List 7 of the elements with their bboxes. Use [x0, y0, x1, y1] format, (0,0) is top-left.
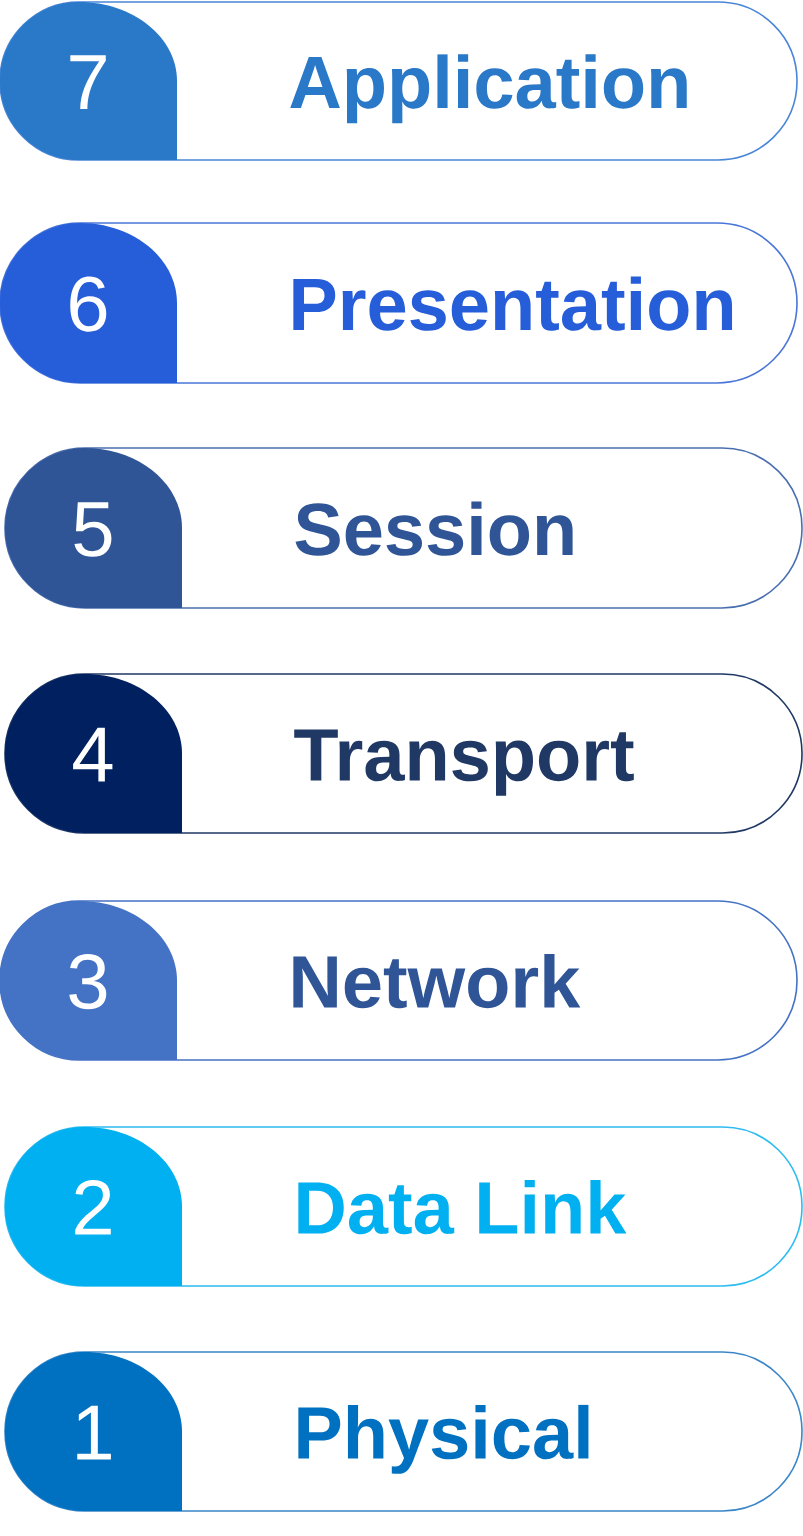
- number-tab: 5: [5, 448, 182, 608]
- number-tab: 3: [0, 901, 177, 1060]
- number-tab: 4: [5, 674, 182, 833]
- number-tab: 7: [0, 2, 177, 160]
- number-tab: 2: [5, 1127, 182, 1286]
- number-tab: 1: [5, 1352, 182, 1511]
- number-tab: 6: [0, 223, 177, 383]
